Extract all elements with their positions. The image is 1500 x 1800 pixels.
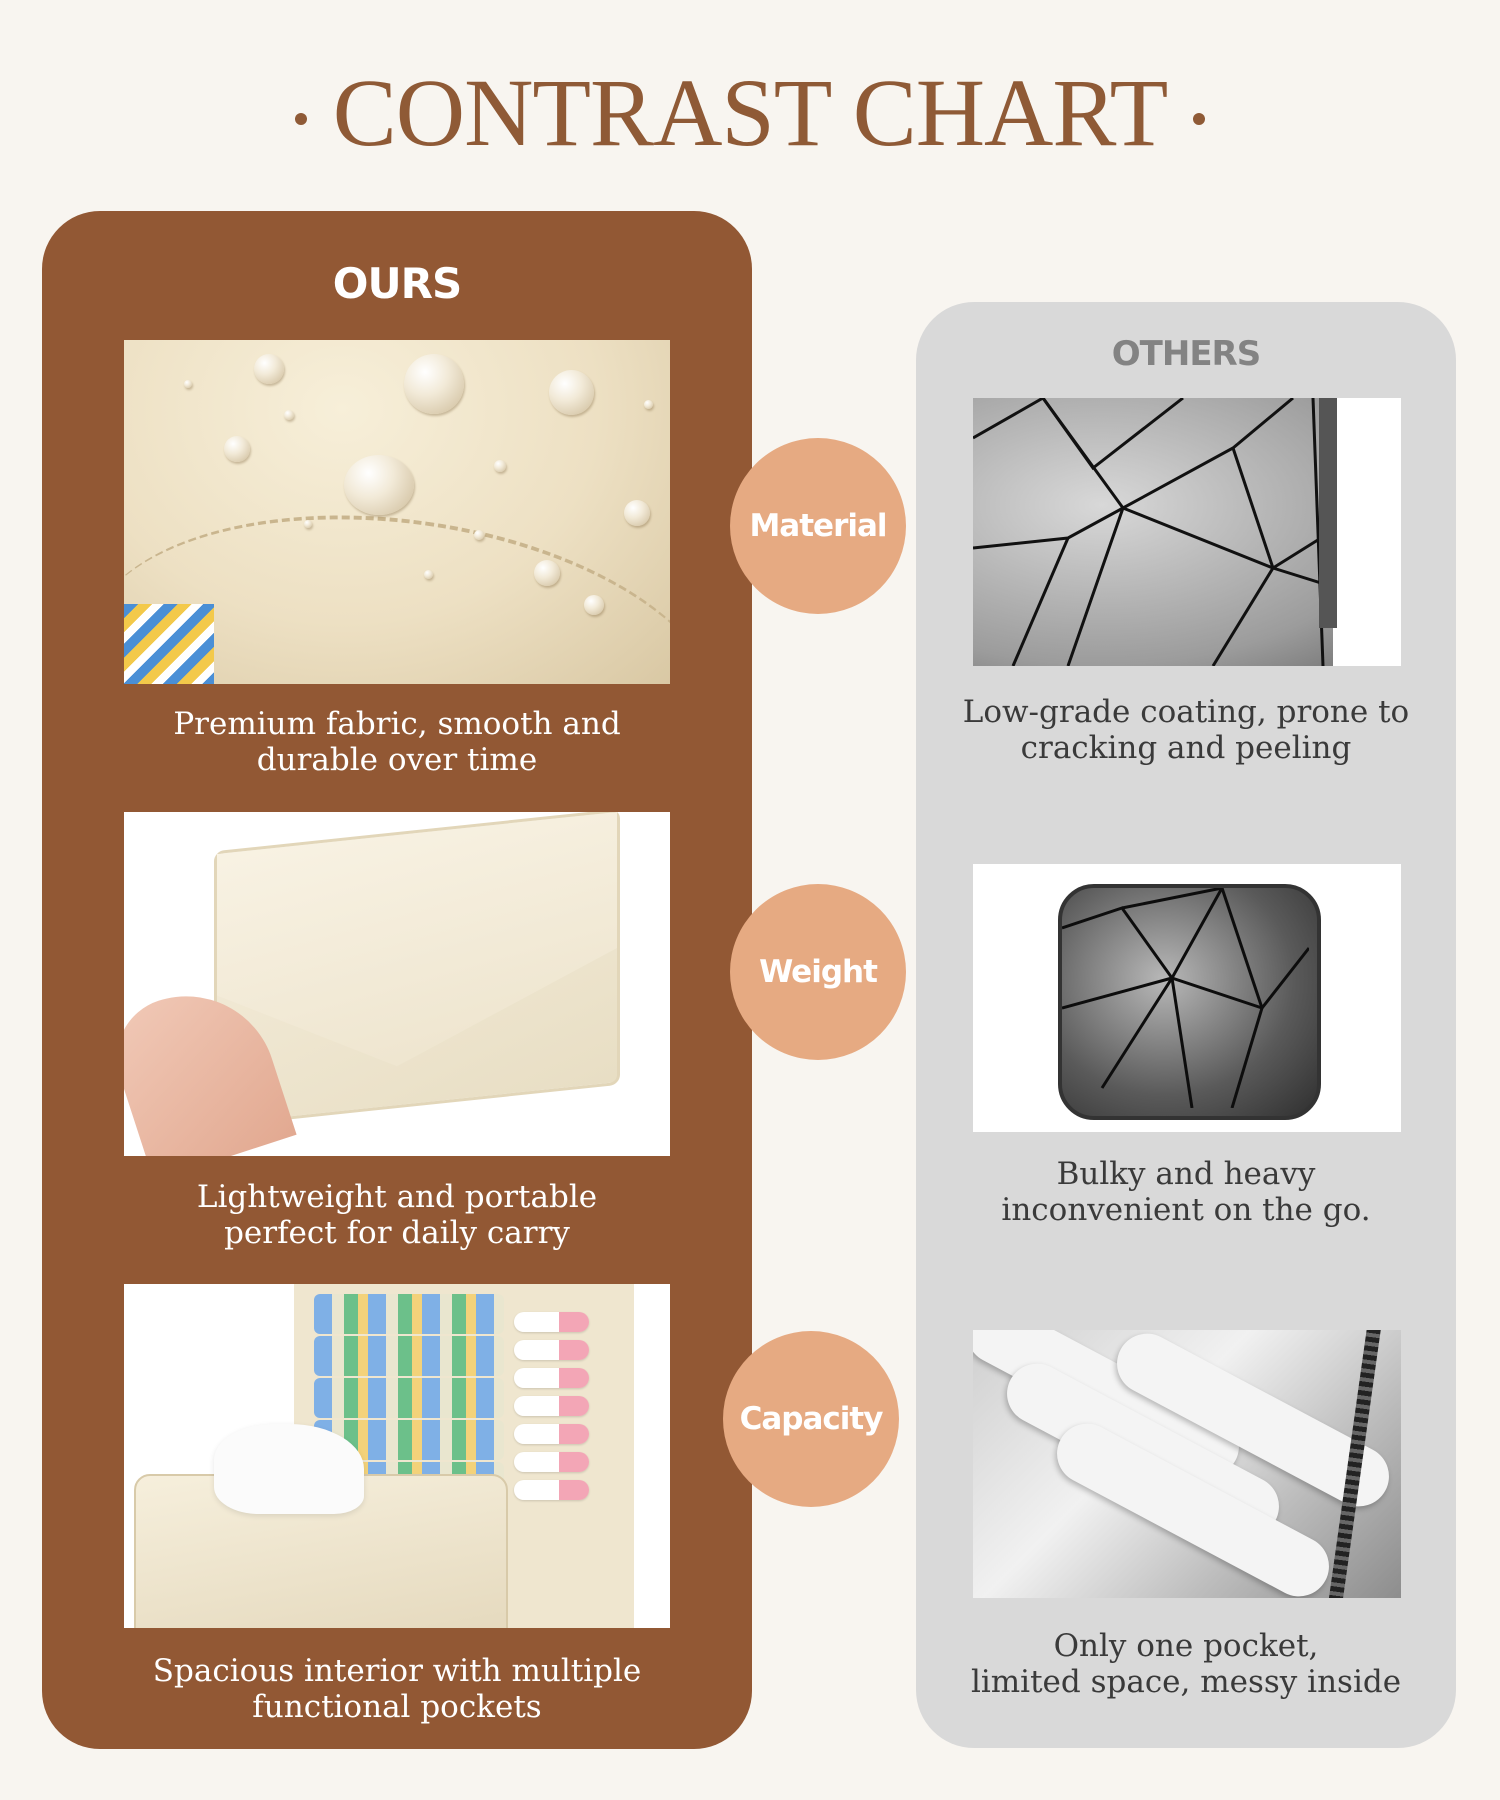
badge-weight: Weight — [730, 884, 906, 1060]
ours-capacity-caption: Spacious interior with multiple function… — [152, 1653, 642, 1725]
others-capacity-photo — [973, 1330, 1401, 1598]
title-dot-right — [1193, 113, 1206, 125]
ours-panel: OURS Premium fabric, smooth and durable … — [42, 211, 752, 1749]
badge-material: Material — [730, 438, 906, 614]
badge-capacity: Capacity — [723, 1331, 899, 1507]
ours-weight-caption: Lightweight and portable perfect for dai… — [196, 1179, 598, 1251]
ours-material-photo — [124, 340, 670, 684]
others-bag — [1058, 884, 1321, 1120]
ours-weight-photo — [124, 812, 670, 1156]
ours-capacity-photo — [124, 1284, 670, 1628]
others-weight-caption: Bulky and heavy inconvenient on the go. — [1001, 1156, 1371, 1228]
title-dot-left — [294, 113, 307, 125]
ours-heading: OURS — [332, 259, 462, 308]
others-heading: OTHERS — [1111, 334, 1261, 374]
geometric-pattern — [973, 398, 1401, 666]
others-capacity-caption: Only one pocket, limited space, messy in… — [970, 1628, 1402, 1700]
page-title: CONTRAST CHART — [0, 58, 1500, 168]
title-text: CONTRAST CHART — [332, 59, 1169, 166]
fabric-stripe — [124, 604, 214, 684]
others-material-caption: Low-grade coating, prone to cracking and… — [962, 694, 1410, 766]
others-material-photo — [973, 398, 1401, 666]
tissue — [214, 1424, 364, 1514]
others-panel: OTHERS Low-grade coating, prone to crack… — [916, 302, 1456, 1748]
others-weight-photo — [973, 864, 1401, 1132]
ours-material-caption: Premium fabric, smooth and durable over … — [173, 706, 621, 778]
